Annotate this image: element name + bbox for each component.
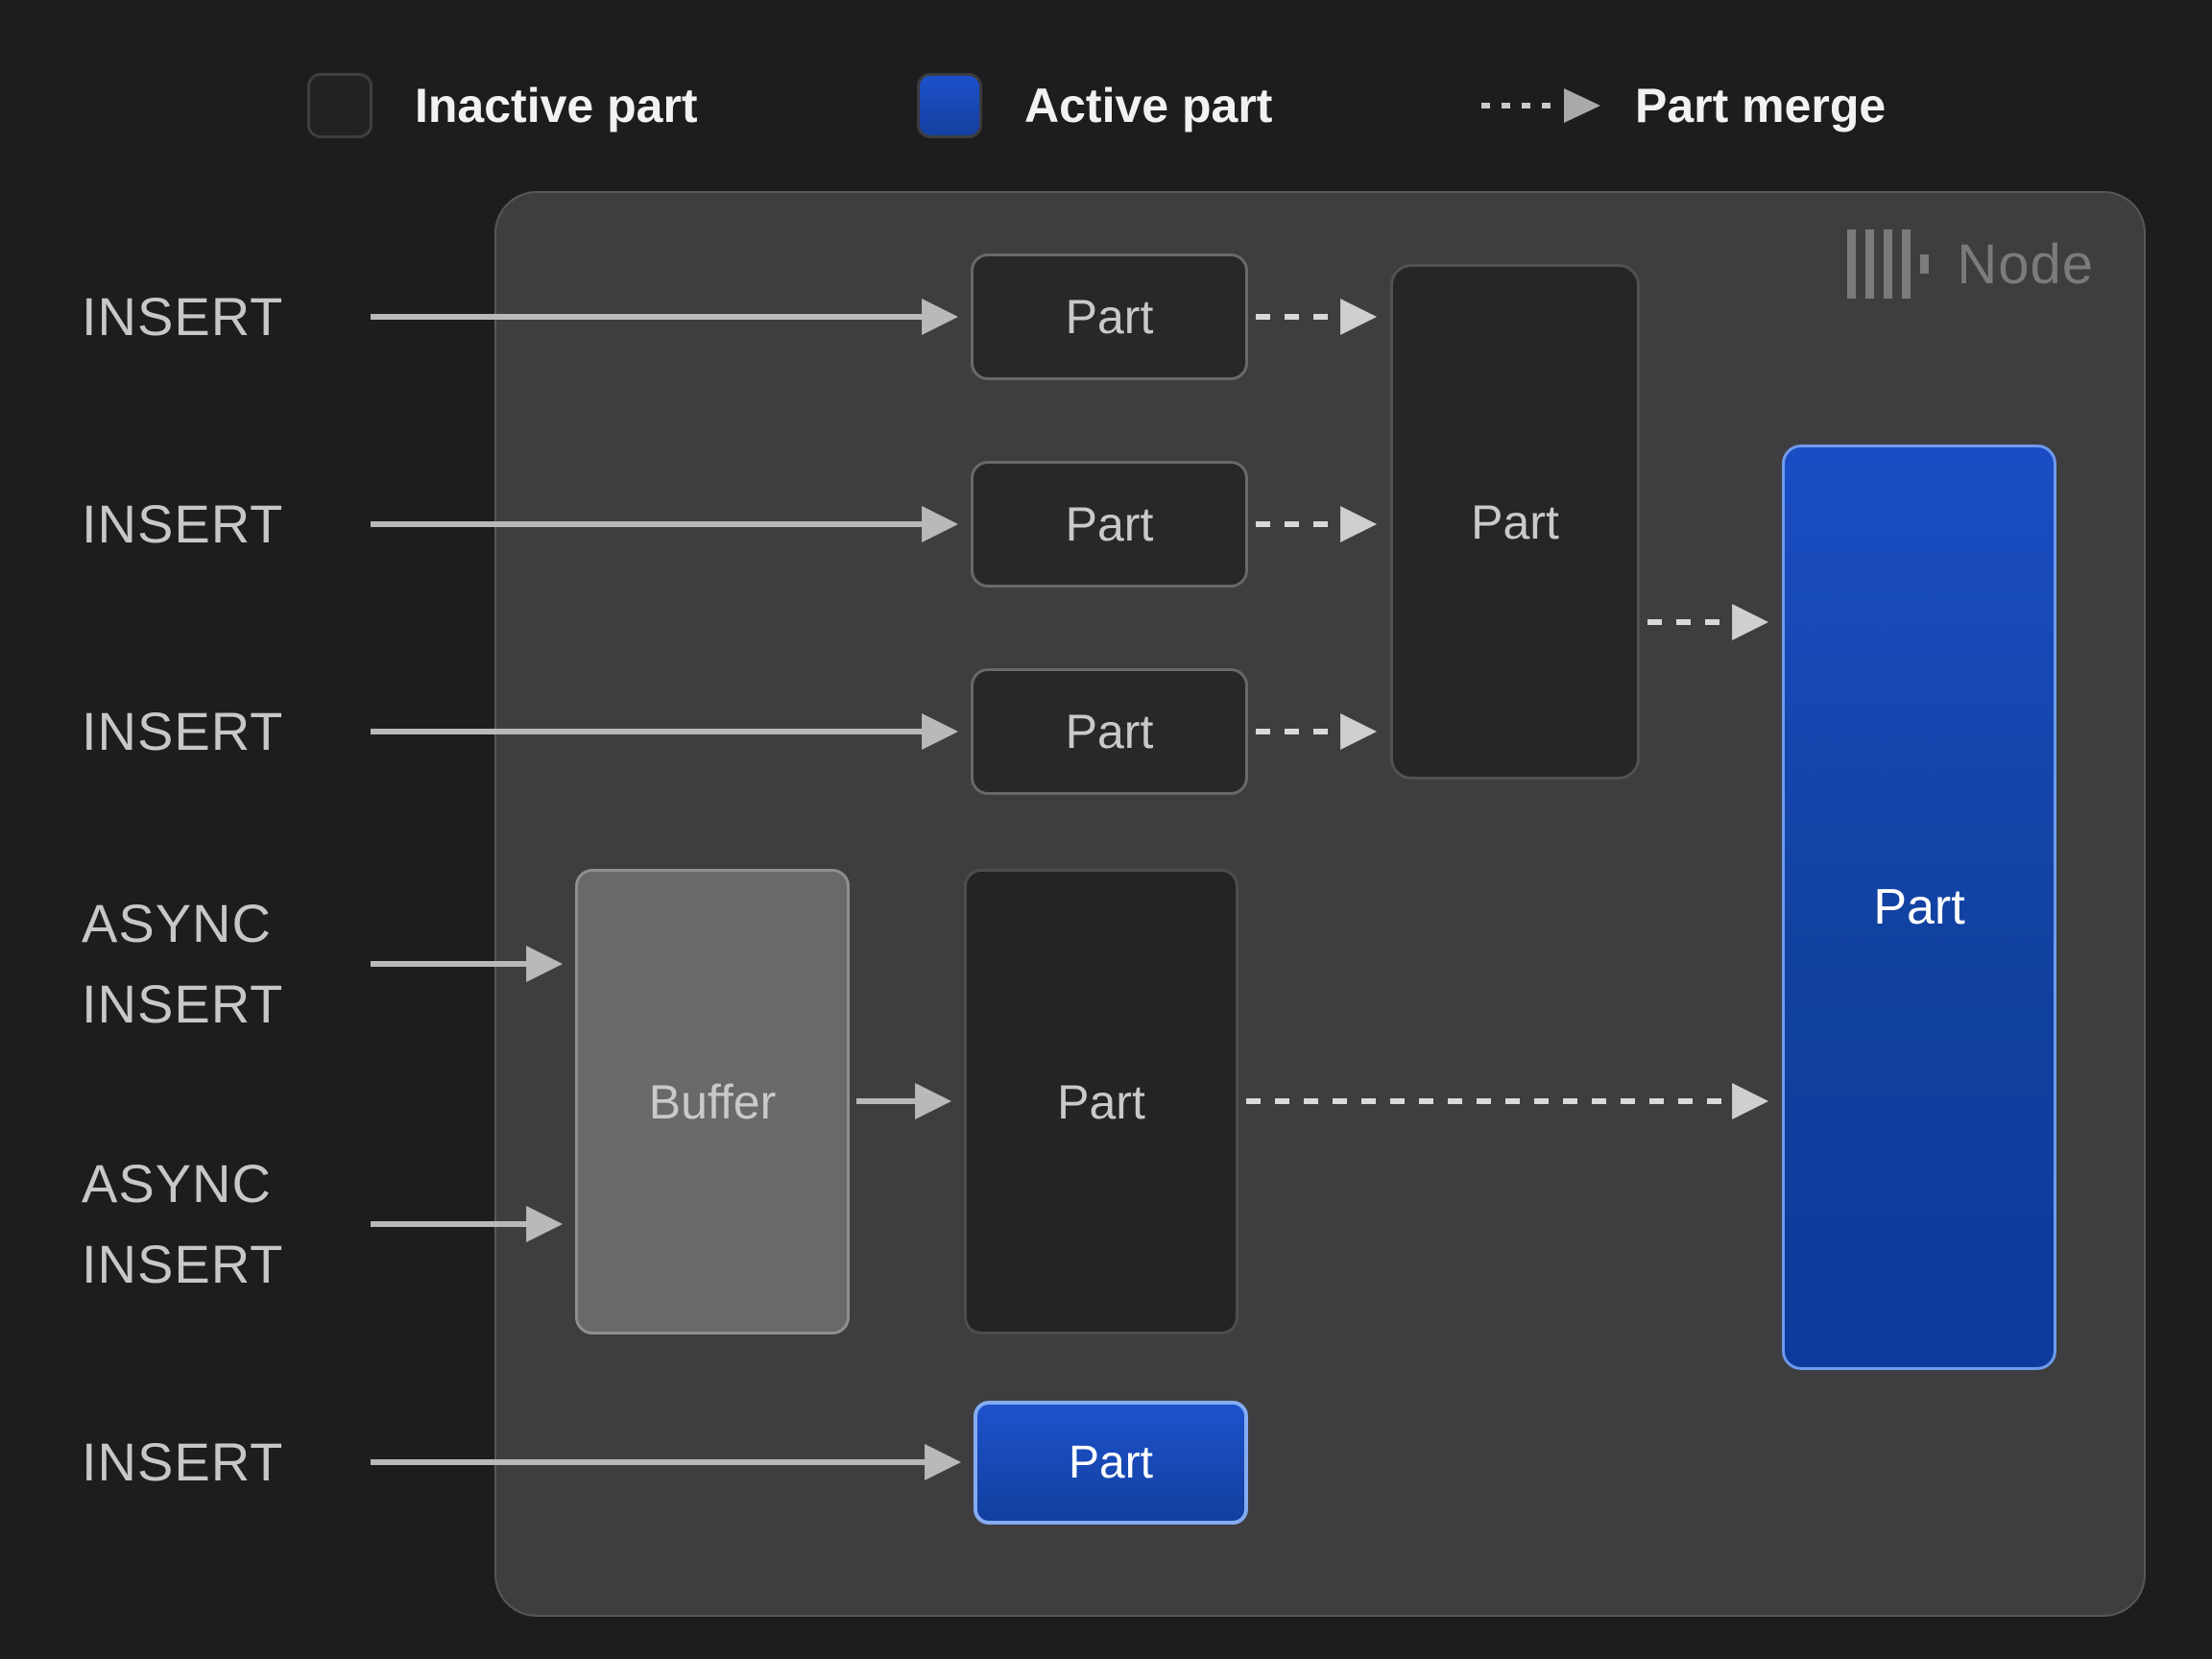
active-part-swatch-icon (917, 73, 982, 138)
inactive-part-box-3: Part (971, 668, 1248, 795)
insert-label-4: INSERT (82, 1431, 284, 1492)
legend-label-merge: Part merge (1635, 79, 1887, 132)
active-part-box-large: Part (1782, 445, 2056, 1370)
legend-item-active: Active part (917, 72, 1272, 139)
active-part-box-small: Part (974, 1401, 1248, 1525)
insert-label-1: INSERT (82, 286, 284, 347)
async-insert-label-2: ASYNC INSERT (82, 1153, 284, 1294)
node-title: Node (1957, 232, 2094, 296)
async-insert-label-1: ASYNC INSERT (82, 893, 284, 1034)
insert-label-2: INSERT (82, 493, 284, 554)
legend-item-merge: Part merge (1479, 72, 1886, 139)
inactive-part-box-2: Part (971, 461, 1248, 588)
inactive-part-swatch-icon (307, 73, 373, 138)
async-part-box: Part (964, 869, 1238, 1334)
legend-item-inactive: Inactive part (307, 72, 698, 139)
merged-part-box: Part (1390, 264, 1640, 780)
legend-label-active: Active part (1024, 79, 1273, 132)
insert-label-3: INSERT (82, 701, 284, 761)
inactive-part-box-1: Part (971, 253, 1248, 380)
legend-label-inactive: Inactive part (415, 79, 698, 132)
buffer-box: Buffer (575, 869, 850, 1334)
dashed-arrow-icon (1481, 88, 1600, 123)
clickhouse-bars-icon (1847, 229, 1930, 299)
node-header: Node (1847, 229, 2094, 299)
